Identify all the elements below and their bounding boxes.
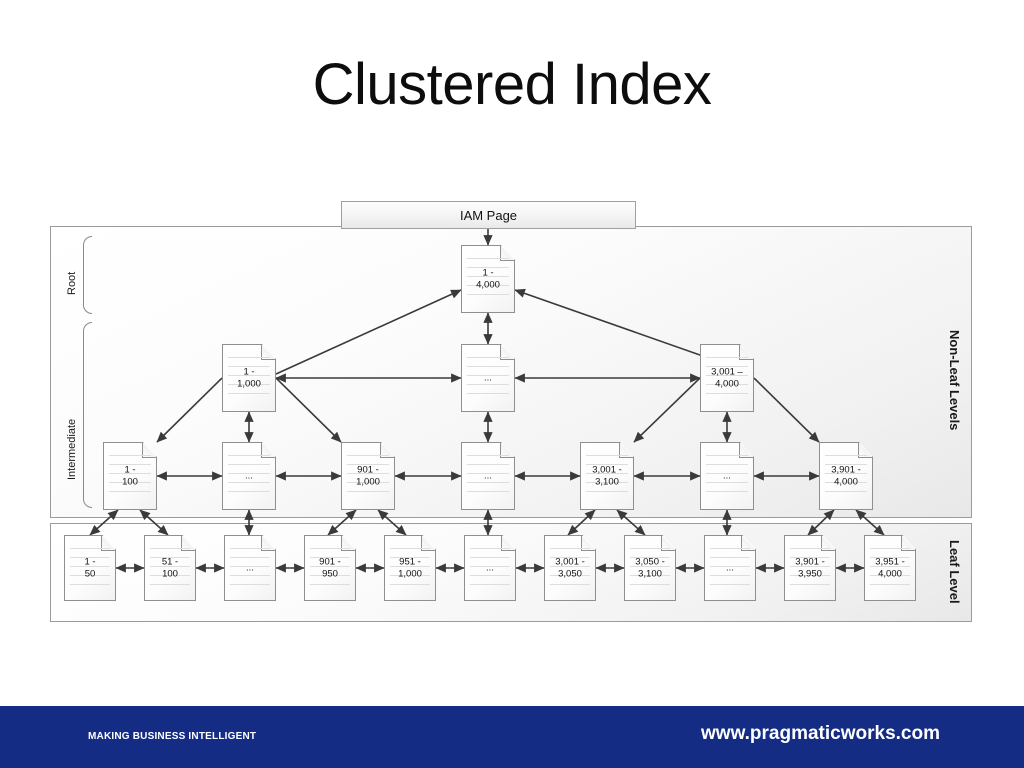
page-rule-lines [825, 455, 867, 502]
page-node-intermediate-2[interactable]: 3,001 - 3,100 [580, 442, 634, 510]
footer-tagline: MAKING BUSINESS INTELLIGENT [88, 731, 257, 742]
page-node-leaf[interactable]: 3,001 - 3,050 [544, 535, 596, 601]
page-node-label: ... [484, 372, 492, 384]
page-sheet [461, 442, 515, 510]
page-rule-lines [347, 455, 389, 502]
iam-page-box[interactable]: IAM Page [341, 201, 636, 229]
page-node-root[interactable]: 1 - 4,000 [461, 245, 515, 313]
page-rule-lines [310, 548, 350, 593]
footer-bar: MAKING BUSINESS INTELLIGENT www.pragmati… [0, 706, 1024, 768]
page-title: Clustered Index [312, 52, 712, 117]
page-rule-lines [390, 548, 430, 593]
page-node-label: 3,901 - 4,000 [831, 464, 861, 488]
page-node-label: 1 - 1,000 [237, 366, 261, 390]
page-node-intermediate-2[interactable]: 3,901 - 4,000 [819, 442, 873, 510]
page-node-label: ... [486, 562, 494, 574]
page-node-leaf[interactable]: 3,050 - 3,100 [624, 535, 676, 601]
page-rule-lines [470, 548, 510, 593]
page-node-label: 51 - 100 [161, 556, 179, 580]
page-node-intermediate-1[interactable]: ... [461, 344, 515, 412]
page-node-intermediate-1[interactable]: 3,001 – 4,000 [700, 344, 754, 412]
page-sheet [304, 535, 356, 601]
page-rule-lines [710, 548, 750, 593]
page-node-label: ... [484, 470, 492, 482]
page-node-leaf[interactable]: ... [464, 535, 516, 601]
page-node-leaf[interactable]: 51 - 100 [144, 535, 196, 601]
page-rule-lines [586, 455, 628, 502]
page-rule-lines [70, 548, 110, 593]
page-node-label: 1 - 4,000 [476, 267, 500, 291]
page-node-label: ... [723, 470, 731, 482]
page-node-intermediate-2[interactable]: 901 - 1,000 [341, 442, 395, 510]
page-rule-lines [467, 258, 509, 305]
band-label-root: Root [66, 271, 78, 295]
page-rule-lines [870, 548, 910, 593]
page-sheet [222, 442, 276, 510]
page-rule-lines [706, 455, 748, 502]
page-node-label: 3,001 - 3,050 [555, 556, 585, 580]
page-node-label: 3,001 – 4,000 [711, 366, 743, 390]
page-node-leaf[interactable]: 1 - 50 [64, 535, 116, 601]
page-node-label: 1 - 100 [122, 464, 138, 488]
clustered-index-diagram: Root Intermediate Non-Leaf Levels Leaf L… [50, 201, 972, 622]
page-node-intermediate-2[interactable]: ... [700, 442, 754, 510]
page-rule-lines [550, 548, 590, 593]
iam-page-label: IAM Page [459, 207, 518, 223]
intermediate-brace [83, 322, 92, 508]
page-rule-lines [467, 357, 509, 404]
page-node-label: 901 - 950 [319, 556, 341, 580]
page-node-leaf[interactable]: 951 - 1,000 [384, 535, 436, 601]
page-rule-lines [630, 548, 670, 593]
page-sheet [700, 442, 754, 510]
page-node-label: 3,050 - 3,100 [635, 556, 665, 580]
page-node-label: ... [726, 562, 734, 574]
page-node-intermediate-2[interactable]: ... [222, 442, 276, 510]
page-rule-lines [228, 455, 270, 502]
page-node-leaf[interactable]: ... [224, 535, 276, 601]
page-node-label: 3,951 - 4,000 [875, 556, 905, 580]
page-node-label: 3,001 - 3,100 [592, 464, 622, 488]
page-node-label: 951 - 1,000 [398, 556, 422, 580]
page-node-label: ... [245, 470, 253, 482]
page-node-intermediate-2[interactable]: 1 - 100 [103, 442, 157, 510]
page-node-leaf[interactable]: ... [704, 535, 756, 601]
page-node-label: ... [246, 562, 254, 574]
page-node-leaf[interactable]: 3,901 - 3,950 [784, 535, 836, 601]
footer-url[interactable]: www.pragmaticworks.com [701, 723, 940, 744]
band-label-leaf-level: Leaf Level [947, 540, 962, 604]
page-rule-lines [150, 548, 190, 593]
page-rule-lines [109, 455, 151, 502]
root-brace [83, 236, 92, 314]
page-node-intermediate-2[interactable]: ... [461, 442, 515, 510]
page-rule-lines [228, 357, 270, 404]
page-node-intermediate-1[interactable]: 1 - 1,000 [222, 344, 276, 412]
page-rule-lines [790, 548, 830, 593]
page-node-label: 3,901 - 3,950 [795, 556, 825, 580]
page-rule-lines [467, 455, 509, 502]
page-rule-lines [706, 357, 748, 404]
page-node-leaf[interactable]: 3,951 - 4,000 [864, 535, 916, 601]
page-node-leaf[interactable]: 901 - 950 [304, 535, 356, 601]
band-label-non-leaf-levels: Non-Leaf Levels [947, 330, 962, 431]
band-label-intermediate: Intermediate [66, 418, 78, 480]
page-node-label: 1 - 50 [84, 556, 96, 580]
page-rule-lines [230, 548, 270, 593]
page-node-label: 901 - 1,000 [356, 464, 380, 488]
